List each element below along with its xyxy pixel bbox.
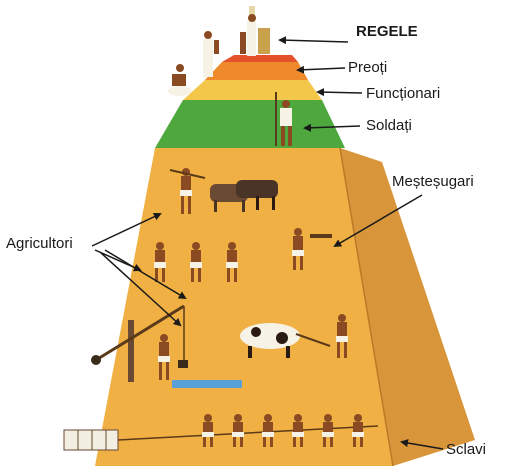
tier-priests: [205, 62, 308, 80]
label-slaves: Sclavi: [446, 442, 486, 457]
arrow-priests: [298, 68, 345, 70]
arrow-king: [280, 40, 348, 42]
label-craftsmen: Meșteșugari: [392, 174, 474, 189]
arrow-officials: [318, 92, 362, 93]
water-channel: [172, 380, 242, 388]
tier-officials: [183, 80, 322, 100]
label-soldiers: Soldați: [366, 118, 412, 133]
label-king: REGELE: [356, 24, 418, 39]
label-priests: Preoți: [348, 60, 387, 75]
tier-king: [222, 55, 298, 62]
label-farmers: Agricultori: [6, 236, 73, 251]
seated-scribe-figure: [168, 64, 192, 96]
tier-soldiers: [155, 100, 345, 148]
king-figure: [240, 6, 270, 56]
label-officials: Funcționari: [366, 86, 440, 101]
stone-block-sledge: [64, 430, 118, 450]
